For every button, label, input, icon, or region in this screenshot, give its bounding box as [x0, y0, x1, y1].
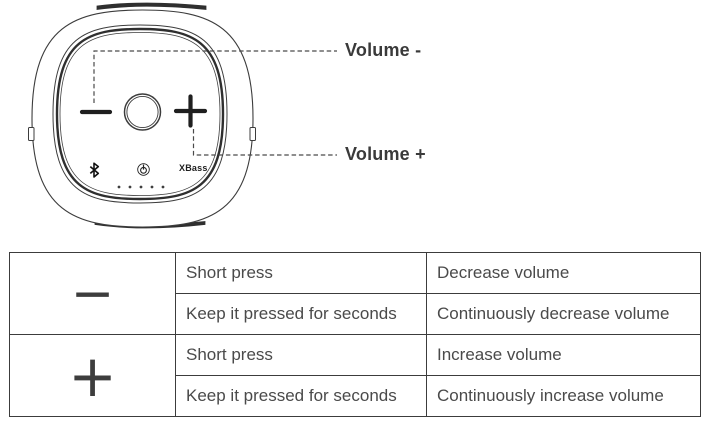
- table-row: Keep it pressed for seconds Continuously…: [10, 293, 701, 335]
- plus-symbol: +: [68, 341, 117, 410]
- power-icon: [137, 163, 150, 176]
- button-functions-table: − Short press Decrease volume Keep it pr…: [9, 252, 701, 417]
- action-cell: Keep it pressed for seconds: [175, 293, 427, 335]
- xbass-label: XBass: [179, 163, 208, 173]
- bluetooth-icon: [89, 162, 100, 178]
- left-notch: [28, 127, 35, 141]
- volume-minus-callout-label: Volume -: [345, 40, 422, 60]
- result-cell: Continuously increase volume: [426, 375, 701, 417]
- speaker-top-edge: [96, 2, 207, 10]
- plus-symbol-cell: +: [9, 334, 176, 417]
- control-panel-border-inner: [59, 32, 221, 196]
- result-cell: Increase volume: [426, 334, 701, 376]
- speaker-top-view-drawing: [28, 2, 337, 229]
- control-panel-border-thick: [55, 27, 225, 201]
- result-cell: Continuously decrease volume: [426, 293, 701, 335]
- speaker-diagram: XBass Volume - Volume +: [28, 2, 426, 229]
- action-cell: Short press: [175, 334, 427, 376]
- table-row: − Short press Decrease volume: [9, 252, 701, 335]
- led-indicator-dots: [117, 185, 165, 189]
- center-button-outer: [123, 93, 162, 131]
- callout-line-volume-plus: [192, 129, 337, 156]
- result-cell: Decrease volume: [426, 252, 701, 294]
- minus-symbol: −: [70, 263, 115, 324]
- action-cell: Short press: [175, 252, 427, 294]
- table-row: Keep it pressed for seconds Continuously…: [10, 375, 701, 417]
- callout-line-volume-minus: [93, 50, 337, 103]
- volume-plus-callout-label: Volume +: [345, 144, 426, 164]
- right-notch: [249, 127, 256, 141]
- action-cell: Keep it pressed for seconds: [175, 375, 427, 417]
- center-button-inner: [126, 95, 159, 129]
- table-row: + Short press Increase volume: [9, 334, 701, 417]
- minus-symbol-cell: −: [9, 252, 176, 335]
